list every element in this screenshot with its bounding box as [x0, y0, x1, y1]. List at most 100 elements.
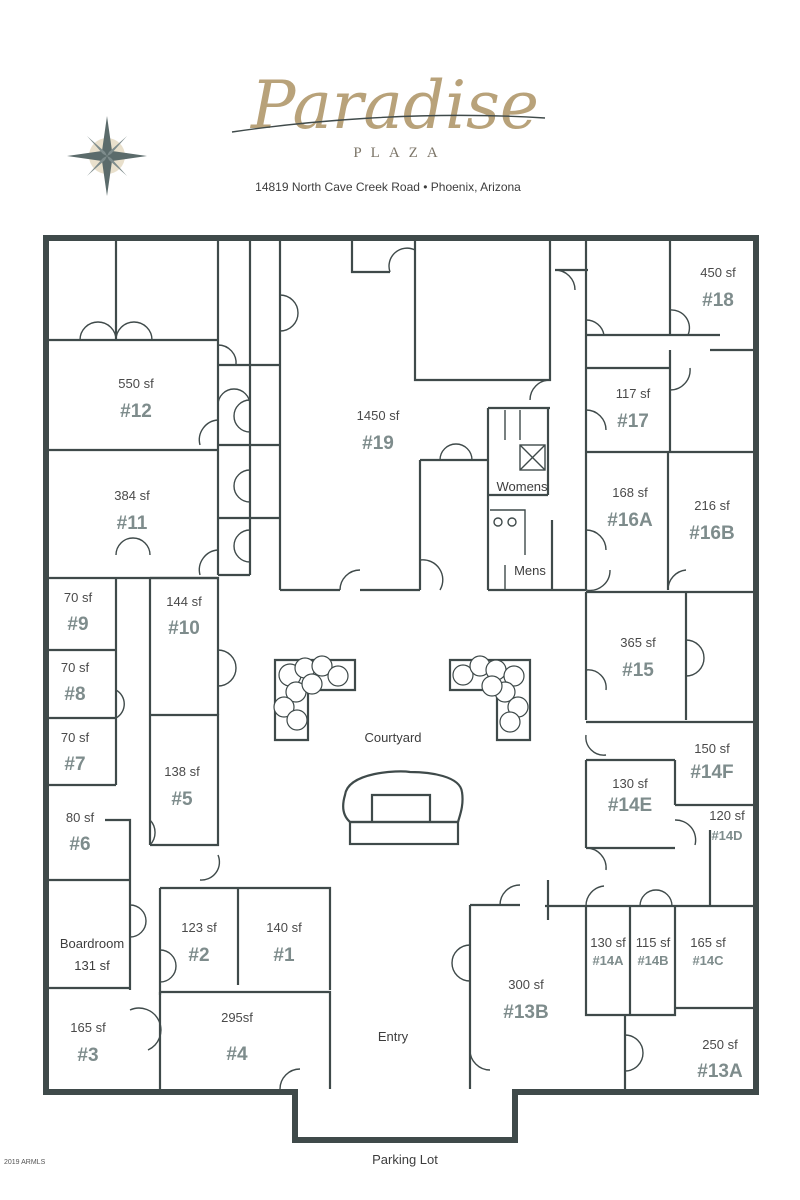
unit-number: #19 [362, 433, 394, 454]
logo-sub: PLAZA [353, 145, 446, 161]
unit-number: #12 [120, 401, 152, 422]
unit-number: #6 [69, 834, 90, 855]
unit-sf: 250 sf [702, 1037, 738, 1052]
unit-sf: 365 sf [620, 635, 656, 650]
unit-number: #13B [503, 1002, 548, 1023]
address: 14819 North Cave Creek Road • Phoenix, A… [255, 180, 521, 194]
unit-sf: 80 sf [66, 810, 95, 825]
unit-sf: 150 sf [694, 741, 730, 756]
logo-name: Paradise [250, 67, 539, 144]
unit-number: #7 [64, 754, 85, 775]
unit-12[interactable]: 550 sf #12 [118, 376, 154, 422]
unit-number: #17 [617, 411, 649, 432]
unit-number: #11 [117, 513, 148, 534]
unit-5[interactable]: 138 sf #5 [164, 764, 200, 810]
unit-number: #9 [67, 614, 88, 635]
unit-2[interactable]: 123 sf #2 [181, 920, 217, 966]
unit-sf: 550 sf [118, 376, 154, 391]
unit-number: #4 [226, 1044, 248, 1065]
planter-right [448, 655, 532, 742]
unit-sf: 165 sf [70, 1020, 106, 1035]
courtyard-label: Courtyard [364, 730, 421, 745]
fountain [342, 770, 464, 846]
unit-number: #2 [188, 945, 209, 966]
unit-13a[interactable]: 250 sf #13A [697, 1037, 743, 1082]
unit-sf: 70 sf [61, 660, 90, 675]
boardroom-sf: 131 sf [74, 958, 110, 973]
entry-label: Entry [378, 1029, 409, 1044]
unit-number: #5 [171, 789, 193, 810]
unit-number: #14D [711, 828, 742, 843]
unit-14a[interactable]: 130 sf #14A [590, 935, 626, 968]
unit-sf: 120 sf [709, 808, 745, 823]
unit-16a[interactable]: 168 sf #16A [607, 485, 653, 531]
unit-number: #15 [622, 660, 654, 681]
building-outline [43, 235, 759, 1143]
unit-sf: 295sf [221, 1010, 253, 1025]
unit-number: #14A [592, 953, 624, 968]
unit-sf: 300 sf [508, 977, 544, 992]
unit-sf: 450 sf [700, 265, 736, 280]
unit-sf: 117 sf [616, 386, 651, 401]
unit-16b[interactable]: 216 sf #16B [689, 498, 734, 544]
unit-11[interactable]: 384 sf #11 [114, 488, 150, 534]
unit-sf: 115 sf [636, 935, 671, 950]
unit-sf: 384 sf [114, 488, 150, 503]
unit-number: #10 [168, 618, 200, 639]
unit-sf: 216 sf [694, 498, 730, 513]
unit-number: #14C [692, 953, 724, 968]
unit-sf: 144 sf [166, 594, 202, 609]
unit-sf: 70 sf [64, 590, 93, 605]
unit-1[interactable]: 140 sf #1 [266, 920, 302, 966]
unit-number: #3 [77, 1045, 98, 1066]
unit-number: #14E [608, 795, 652, 816]
planter-left [273, 655, 357, 742]
unit-13b[interactable]: 300 sf #13B [503, 977, 548, 1023]
unit-10[interactable]: 144 sf #10 [166, 594, 202, 639]
unit-14c[interactable]: 165 sf #14C [690, 935, 726, 968]
unit-14b[interactable]: 115 sf #14B [636, 935, 671, 968]
boardroom-label: Boardroom [60, 936, 124, 951]
unit-4[interactable]: 295sf #4 [221, 1010, 253, 1065]
unit-number: #18 [702, 290, 734, 311]
unit-sf: 130 sf [612, 776, 648, 791]
logo: Paradise PLAZA [231, 67, 546, 161]
unit-number: #1 [273, 945, 295, 966]
unit-sf: 130 sf [590, 935, 626, 950]
unit-sf: 123 sf [181, 920, 217, 935]
unit-sf: 70 sf [61, 730, 90, 745]
parking-lot-label: Parking Lot [372, 1152, 438, 1167]
unit-number: #14B [637, 953, 668, 968]
unit-sf: 140 sf [266, 920, 302, 935]
unit-14d[interactable]: 120 sf #14D [709, 808, 745, 843]
unit-3[interactable]: 165 sf #3 [70, 1020, 106, 1066]
unit-17[interactable]: 117 sf #17 [616, 386, 651, 432]
unit-7[interactable]: 70 sf #7 [61, 730, 90, 775]
unit-14f[interactable]: 150 sf #14F [690, 741, 733, 783]
unit-number: #13A [697, 1061, 743, 1082]
unit-6[interactable]: 80 sf #6 [66, 810, 95, 855]
unit-9[interactable]: 70 sf #9 [64, 590, 93, 635]
mens-restroom-label: Mens [514, 563, 546, 578]
unit-number: #8 [64, 684, 85, 705]
unit-8[interactable]: 70 sf #8 [61, 660, 90, 705]
unit-19[interactable]: 1450 sf #19 [357, 408, 400, 454]
unit-number: #16A [607, 510, 653, 531]
unit-sf: 168 sf [612, 485, 648, 500]
unit-sf: 1450 sf [357, 408, 400, 423]
womens-restroom-label: Womens [496, 479, 548, 494]
unit-18[interactable]: 450 sf #18 [700, 265, 736, 311]
unit-14e[interactable]: 130 sf #14E [608, 776, 652, 816]
compass-rose-icon [67, 116, 147, 196]
door-swings [79, 247, 705, 1090]
boardroom[interactable]: Boardroom 131 sf [60, 936, 124, 973]
unit-sf: 138 sf [164, 764, 200, 779]
copyright: 2019 ARMLS [4, 1159, 46, 1166]
unit-number: #14F [690, 762, 733, 783]
unit-15[interactable]: 365 sf #15 [620, 635, 656, 681]
interior-walls [49, 241, 753, 1089]
unit-sf: 165 sf [690, 935, 726, 950]
unit-number: #16B [689, 523, 734, 544]
restroom-fixtures [490, 410, 546, 590]
